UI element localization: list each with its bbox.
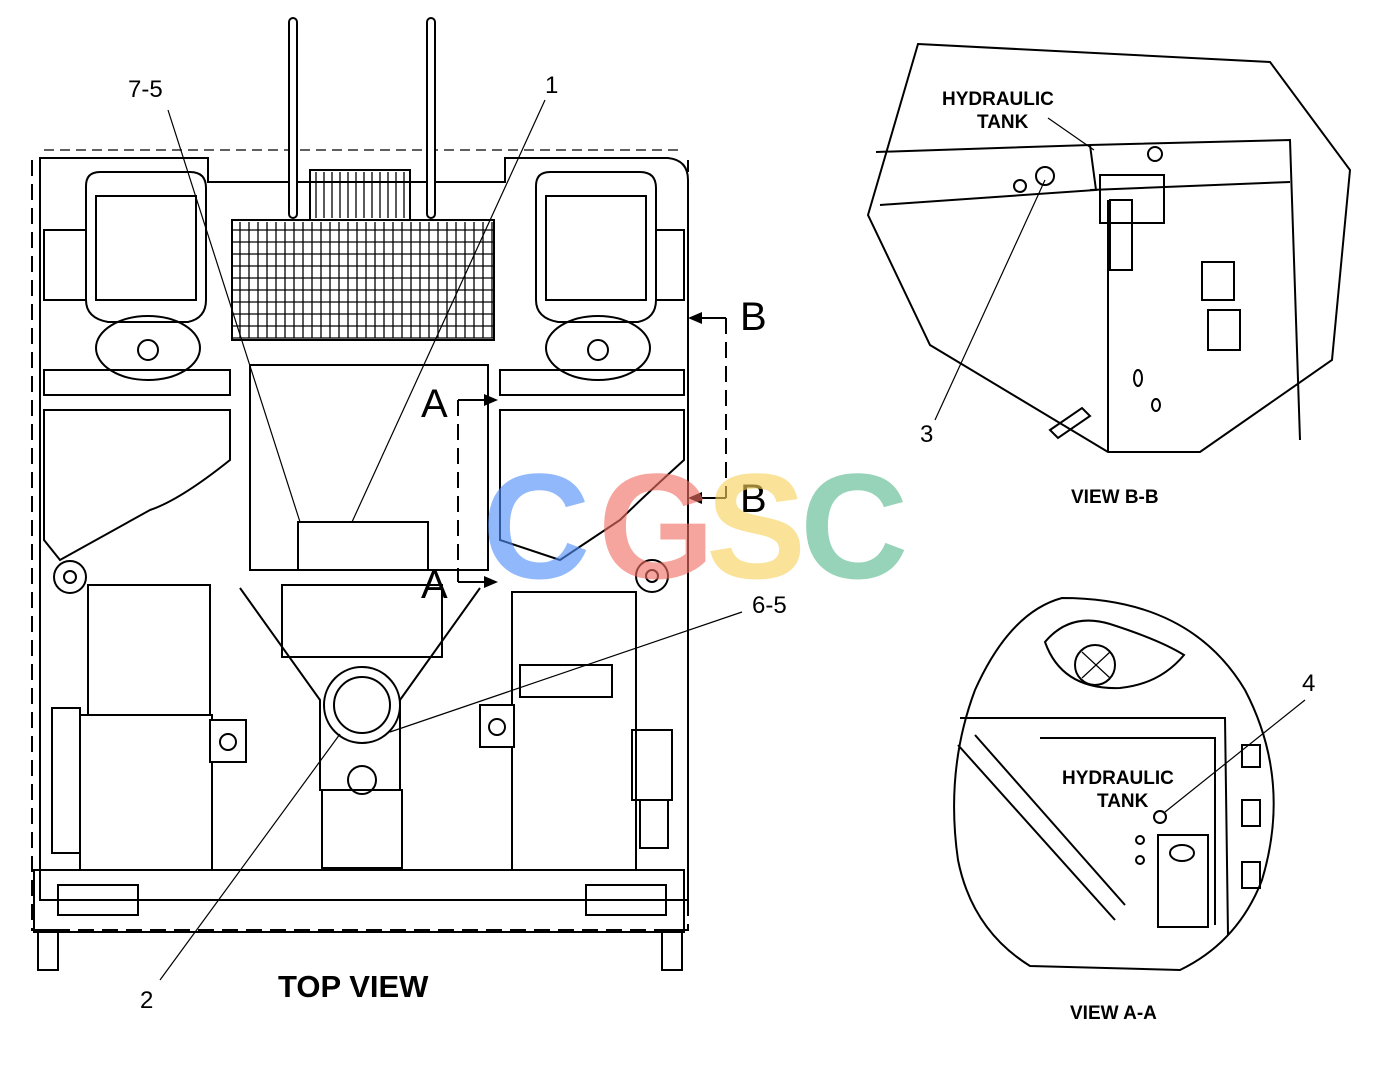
- bb-tank-label-line1: HYDRAULIC: [942, 89, 1054, 110]
- aa-tank-label-line2: TANK: [1097, 791, 1149, 812]
- view-bb-detail: [866, 42, 1352, 453]
- section-a-bottom-label: A: [421, 563, 448, 607]
- section-b-top-label: B: [740, 295, 767, 339]
- view-bb-title: VIEW B-B: [1071, 487, 1159, 508]
- left-seat: [43, 171, 231, 594]
- leader-lines: [159, 99, 743, 981]
- watermark-letter-s: S: [706, 442, 806, 610]
- callout-7-5: 7-5: [128, 76, 163, 103]
- center-plate: [297, 521, 429, 571]
- view-aa-title: VIEW A-A: [1070, 1003, 1157, 1024]
- aa-tank-label-line1: HYDRAULIC: [1062, 768, 1174, 789]
- callout-4: 4: [1302, 670, 1315, 697]
- top-grate: [231, 169, 495, 341]
- section-a-top-label: A: [421, 382, 448, 426]
- callout-6-5: 6-5: [752, 592, 787, 619]
- watermark-logo: C G S C: [482, 442, 908, 610]
- callout-3: 3: [920, 421, 933, 448]
- bb-tank-label-line2: TANK: [977, 112, 1029, 133]
- watermark-letter-g: G: [598, 442, 715, 610]
- right-seat: [499, 171, 685, 593]
- top-view-machine: [31, 17, 689, 971]
- section-b-bottom-label: B: [740, 477, 767, 521]
- callout-1: 1: [545, 72, 558, 99]
- section-a-line: [457, 394, 498, 588]
- section-b-line: [688, 312, 727, 504]
- view-aa-detail: [953, 596, 1306, 972]
- top-view-title: TOP VIEW: [278, 969, 429, 1004]
- watermark-letter-c2: C: [800, 442, 908, 610]
- callout-2: 2: [140, 987, 153, 1014]
- watermark-letter-c1: C: [482, 442, 590, 610]
